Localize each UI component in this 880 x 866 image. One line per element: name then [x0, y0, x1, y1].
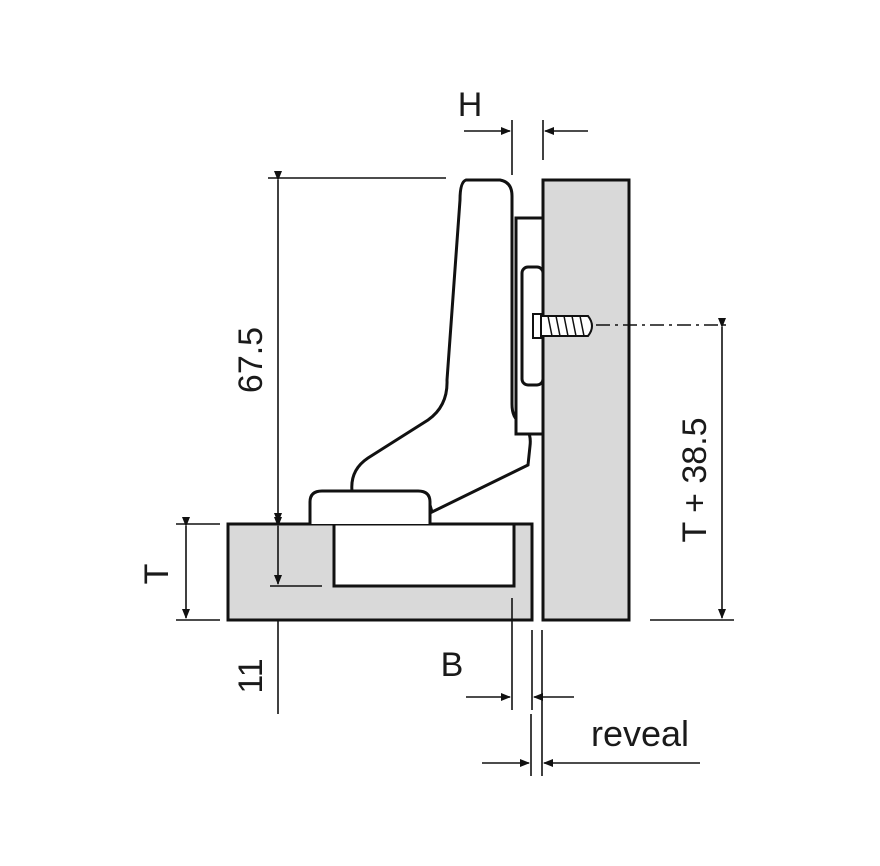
label-b: B	[441, 646, 464, 684]
hinge-arm	[350, 178, 532, 515]
label-11: 11	[232, 658, 270, 693]
screw-icon	[532, 313, 593, 339]
label-67-5: 67.5	[232, 327, 270, 393]
label-h: H	[458, 86, 483, 124]
hinge-base-plate	[308, 489, 432, 524]
label-reveal: reveal	[591, 713, 689, 754]
label-t: T	[138, 564, 176, 585]
side-panel	[541, 178, 631, 622]
label-t-plus-38-5: T + 38.5	[676, 417, 714, 542]
hinge-cup	[332, 522, 516, 588]
